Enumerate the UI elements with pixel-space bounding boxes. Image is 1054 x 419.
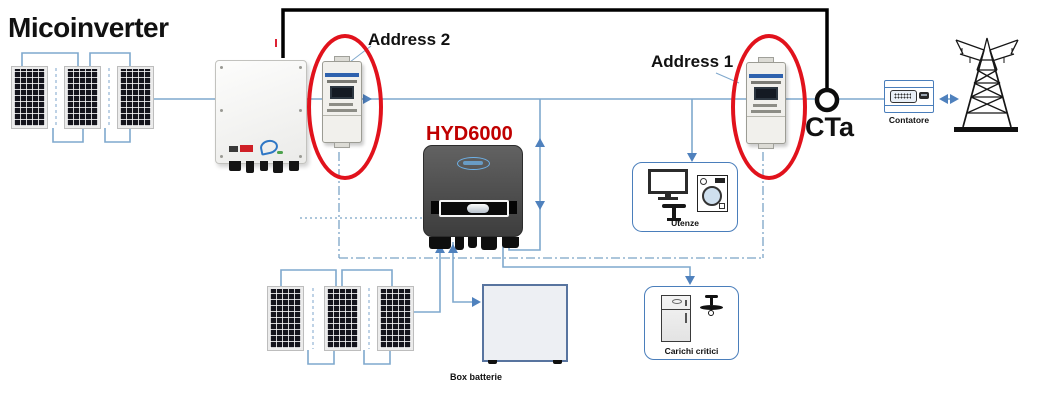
diagram-title: Micoinverter: [8, 12, 169, 43]
microinverter-logo-red: [240, 145, 253, 152]
washing-machine-icon: [697, 175, 728, 212]
pv-bottom-wiring: [280, 269, 393, 365]
pv-panel-icon: [267, 286, 304, 351]
ceiling-fan-icon: [710, 297, 713, 305]
arrow-flow-up: [535, 138, 545, 147]
critical-loads-box: Carichi critici: [644, 286, 739, 360]
pv-panel-icon: [377, 286, 414, 351]
grid-pylon-icon: [954, 37, 1019, 132]
hybrid-inverter-logo: [457, 157, 490, 170]
inverter-to-battery-line: [452, 242, 479, 303]
pv-panel-icon: [11, 66, 48, 129]
highlight-ellipse-address1: [731, 34, 807, 180]
pv-panel-icon: [324, 286, 361, 351]
arrow-flow-down: [535, 201, 545, 210]
microinverter-logo: [229, 146, 238, 152]
arrow-into-battery: [472, 297, 481, 307]
utility-meter-icon: [884, 80, 934, 113]
loads-box: Utenze: [632, 162, 738, 232]
battery-box-label: Box batterie: [450, 372, 503, 382]
red-mark: [275, 39, 277, 47]
pv-top-wiring: [21, 52, 131, 143]
address2-label: Address 2: [368, 30, 451, 49]
eps-to-critical-loads-line: [502, 241, 691, 283]
pv-panel-icon: [117, 66, 154, 129]
loads-box-label: Utenze: [671, 218, 699, 228]
arrow-grid-left: [939, 94, 948, 104]
microinverter-logo-green: [277, 151, 283, 154]
hybrid-inverter-unit: [423, 145, 523, 250]
ct-label: CTa: [805, 112, 855, 142]
arrow-grid-right: [950, 94, 959, 104]
arrow-into-critical-loads: [685, 276, 695, 285]
inverter-model-label: HYD6000: [426, 123, 513, 145]
arrow-battery-up: [448, 244, 458, 253]
battery-box: [482, 284, 568, 364]
micro-inverter-unit: [215, 60, 307, 173]
fridge-icon: [661, 295, 691, 342]
inverter-display: [439, 200, 509, 217]
arrow-into-loads: [687, 153, 697, 162]
utility-meter-label: Contatore: [888, 115, 930, 125]
tv-icon: [648, 169, 688, 194]
address1-label: Address 1: [651, 52, 734, 71]
pv-panel-icon: [64, 66, 101, 129]
highlight-ellipse-address2: [307, 34, 383, 180]
grid-ac-cable: [281, 8, 829, 89]
pv-to-inverter-line: [413, 246, 441, 313]
table-icon: [662, 204, 686, 208]
ct-clamp-icon: [814, 87, 840, 113]
pv-gap-dashes: [55, 68, 370, 349]
critical-loads-label: Carichi critici: [664, 346, 719, 356]
